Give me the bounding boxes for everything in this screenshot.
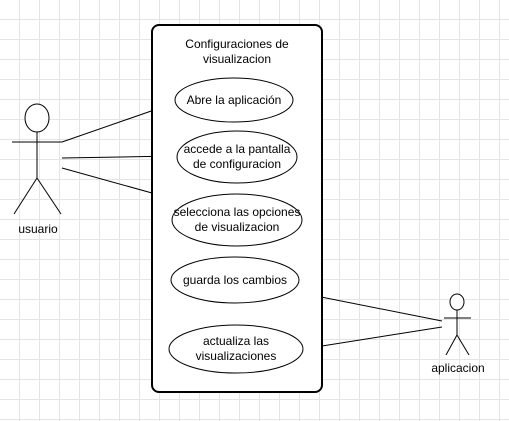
use-case-accede-pantalla-line2: de configuracion: [193, 157, 281, 171]
use-case-accede-pantalla[interactable]: accede a la pantalla de configuracion: [176, 130, 298, 184]
use-case-actualiza-visualizaciones-line1: actualiza las: [203, 334, 269, 348]
actor-usuario[interactable]: usuario: [12, 103, 62, 236]
use-case-abre-aplicacion[interactable]: Abre la aplicación: [174, 77, 294, 123]
actor-usuario-label: usuario: [18, 222, 58, 236]
use-case-selecciona-opciones-line1: selecciona las opciones: [174, 205, 301, 219]
use-case-abre-aplicacion-label: Abre la aplicación: [187, 93, 282, 107]
use-case-actualiza-visualizaciones-line2: visualizaciones: [196, 349, 277, 363]
actor-aplicacion-label: aplicacion: [431, 361, 484, 375]
use-case-actualiza-visualizaciones[interactable]: actualiza las visualizaciones: [168, 324, 304, 374]
stick-figure-icon: [444, 293, 471, 356]
use-case-selecciona-opciones-line2: de visualizacion: [195, 220, 280, 234]
use-case-guarda-cambios-label: guarda los cambios: [183, 273, 287, 287]
actor-aplicacion[interactable]: aplicacion: [431, 293, 485, 375]
use-case-guarda-cambios[interactable]: guarda los cambios: [170, 256, 300, 304]
system-title-line2: visualizacion: [203, 52, 271, 66]
stick-figure-icon: [12, 103, 62, 215]
system-title-line1: Configuraciones de: [185, 37, 289, 51]
use-case-selecciona-opciones[interactable]: selecciona las opciones de visualizacion: [171, 193, 303, 247]
association-aplicacion-actualiza[interactable]: [302, 326, 443, 350]
use-case-accede-pantalla-line1: accede a la pantalla: [184, 142, 291, 156]
